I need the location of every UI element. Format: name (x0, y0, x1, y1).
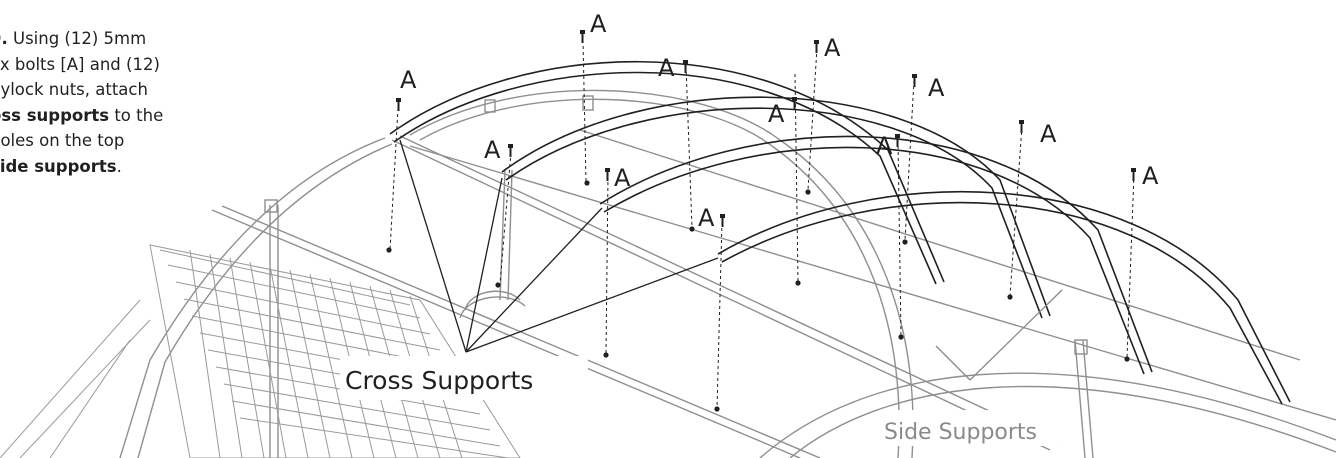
hole (1007, 294, 1013, 300)
instruction-line-3: nylock nuts, attach (0, 80, 148, 99)
hole (898, 334, 904, 340)
hole (603, 352, 609, 358)
bolt-icon (508, 144, 513, 157)
bolt-labels: A A A A A A A A A A A A (400, 10, 1159, 232)
bolt-label-a: A (824, 34, 841, 62)
bolt-label-a: A (400, 66, 417, 94)
instruction-line-5: holes on the top (0, 131, 125, 150)
bolt-icon (683, 60, 688, 73)
bolt-label-a: A (1040, 120, 1057, 148)
bolt-icon (1131, 168, 1136, 181)
side-supports-label: Side Supports (884, 420, 1037, 445)
cross-support-arcs (389, 60, 1291, 405)
bolt-icon (792, 97, 797, 110)
bolt-icon (605, 168, 610, 181)
bolt-icon (895, 134, 900, 147)
bolt-guide-lines (389, 39, 1135, 409)
bolt-icon (912, 74, 917, 87)
mesh-panel (0, 244, 521, 458)
hole (805, 189, 811, 195)
bolt-icon (814, 40, 819, 53)
bolt-icon (720, 214, 725, 227)
bolts (396, 30, 1136, 227)
hole (495, 282, 501, 288)
hole (689, 226, 695, 232)
step-instruction: 9. Using (12) 5mm ex bolts [A] and (12) … (0, 26, 230, 179)
hole (1124, 356, 1130, 362)
instruction-line-2: ex bolts [A] and (12) (0, 54, 160, 74)
bolt-label-a: A (768, 100, 785, 128)
cross-supports-label: Cross Supports (345, 366, 533, 395)
hole (386, 247, 392, 253)
bolt-icon (1019, 120, 1024, 133)
hole (584, 180, 590, 186)
mounting-holes (386, 180, 1130, 412)
hole (714, 406, 720, 412)
frame-structure (119, 89, 1336, 458)
bolt-icon (396, 98, 401, 111)
bolt-icon (580, 30, 585, 43)
cross-support-2 (501, 96, 1051, 319)
bolt-label-a: A (590, 10, 607, 38)
cross-supports-leaders (399, 139, 719, 353)
bolt-label-a: A (928, 74, 945, 102)
bolt-label-a: A (614, 164, 631, 192)
bolt-label-a: A (1142, 162, 1159, 190)
bolt-label-a: A (658, 54, 675, 82)
cross-support-3 (599, 135, 1153, 375)
instruction-line-1: 9. Using (12) 5mm (0, 29, 147, 48)
bolt-label-a: A (698, 204, 715, 232)
cross-support-4 (717, 190, 1291, 405)
instruction-line-6: side supports. (0, 156, 122, 176)
hole (795, 280, 801, 286)
hole (902, 239, 908, 245)
side-supports-leaders (935, 289, 1063, 381)
bolt-label-a: A (876, 132, 893, 160)
instruction-line-4: oss supports to the (0, 105, 164, 125)
bolt-label-a: A (484, 136, 501, 164)
